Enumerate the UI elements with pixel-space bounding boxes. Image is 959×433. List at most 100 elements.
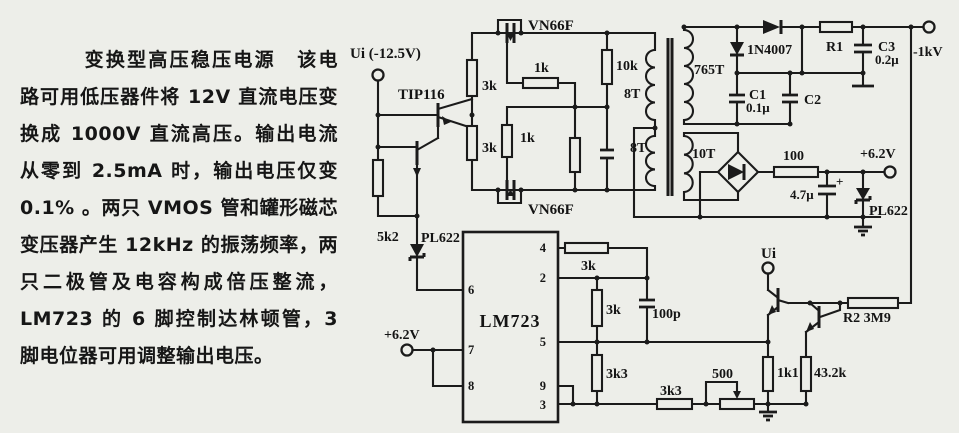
pin-3: 3 [540,398,546,412]
junction-dot [681,24,687,30]
tip116-emitter-arrow [442,116,451,125]
t3-emitter-arrow [768,305,776,315]
label-10t: 10T [692,147,716,162]
label-c3: C3 [878,40,895,55]
junction-dot [495,30,501,36]
junction-dot [787,70,793,76]
label-5k2: 5k2 [377,230,399,245]
label-c1-value: 0.1μ [746,100,770,115]
junction-dot [604,104,610,110]
resistor-10k [600,48,614,86]
junction-dot [604,30,610,36]
pin-8: 8 [468,379,474,393]
label-pl622-right: PL622 [869,204,908,219]
transformer-core [666,38,674,196]
diode-1n4007-vertical [730,42,744,55]
junction-dot [375,144,381,150]
label-c2: C2 [804,93,821,108]
junction-dot [860,24,866,30]
junction-dot [703,401,709,407]
label-10k: 10k [616,59,638,74]
sense-terminal [761,261,775,275]
label-3k-a: 3k [482,79,497,94]
junction-dot [644,339,650,345]
plus6v2-terminal [400,343,414,357]
label-cap-plus: + [836,174,843,189]
resistor-unlabeled [568,136,582,174]
resistor-43k2 [799,355,813,393]
resistor-3k-a [465,58,479,98]
lv-output-terminal [883,165,897,179]
junction-dot [765,339,771,345]
label-43k2: 43.2k [814,366,847,381]
junction-dot [594,401,600,407]
zener-pl622-right [856,188,870,200]
label-vn66f-bottom: VN66F [528,202,574,218]
bridge-rectifier [716,150,760,194]
junction-dot [572,187,578,193]
junction-dot [908,24,914,30]
input-terminal [371,68,385,82]
t4-emitter-arrow [806,322,814,332]
junction-dot [495,187,501,193]
resistor-r2 [846,296,900,310]
junction-dot [765,401,771,407]
resistor-1k1 [761,355,775,393]
resistor-bodies [371,20,900,411]
label-c1: C1 [749,88,766,103]
potentiometer-500 [718,397,756,411]
ic-lm723-box [461,230,560,424]
junction-dot [787,121,793,127]
junction-dot [652,125,658,131]
junction-dot [734,24,740,30]
article-paragraph: 变换型高压稳压电源 该电路可用低压器件将 12V 直流电压变换成 1000V 直… [20,42,338,375]
label-pl622-left: PL622 [421,231,460,246]
junction-dot [469,112,475,118]
resistor-1k-a [521,76,560,90]
junction-dot [803,401,809,407]
resistor-5k2 [371,158,385,198]
label-8t-upper: 8T [624,87,641,102]
junction-dots [375,24,914,407]
label-1k1: 1k1 [777,366,799,381]
label-sense-ui: Ui [761,246,776,262]
junction-dot [697,214,703,220]
diode-1n4007-horizontal [763,20,780,34]
junction-dot [594,275,600,281]
hv-output-terminal [922,20,936,34]
pin-2: 2 [540,271,546,285]
label-tip116: TIP116 [398,87,445,103]
junction-dot [799,70,805,76]
zener-pl622-left [410,244,424,257]
bridge-rectifier-diode [728,164,744,180]
pin-4: 4 [540,241,547,255]
junction-dot [518,187,524,193]
label-3k-c: 3k [581,259,596,274]
junction-dot [837,300,843,306]
circuit-wires [376,18,926,412]
resistor-3k-h [563,241,610,255]
label-6v2-rail: +6.2V [384,328,420,343]
resistor-3k-v [590,288,604,328]
winding-765t [683,28,695,122]
pin-9: 9 [540,379,546,393]
resistor-3k3-h [655,397,694,411]
junction-dot [414,213,420,219]
label-1k-a: 1k [534,61,549,76]
label-1n4007: 1N4007 [747,43,792,58]
label-r1: R1 [826,40,843,55]
label-100p: 100p [652,307,681,322]
tip116-output-arrow [413,168,421,177]
junction-dot [644,275,650,281]
winding-8t-lower [644,134,656,188]
junction-dot [572,104,578,110]
pin-7: 7 [468,343,474,357]
junction-dot [570,401,576,407]
resistor-100 [772,165,820,179]
label-vn66f-top: VN66F [528,18,574,34]
article-title: 变换型高压稳压电源 [84,49,276,71]
resistor-1k-b [500,123,514,159]
label-1k-b: 1k [520,131,535,146]
article-body: 该电路可用低压器件将 12V 直流电压变换成 1000V 直流高压。输出电流从零… [20,49,338,367]
winding-8t-upper [644,48,656,122]
